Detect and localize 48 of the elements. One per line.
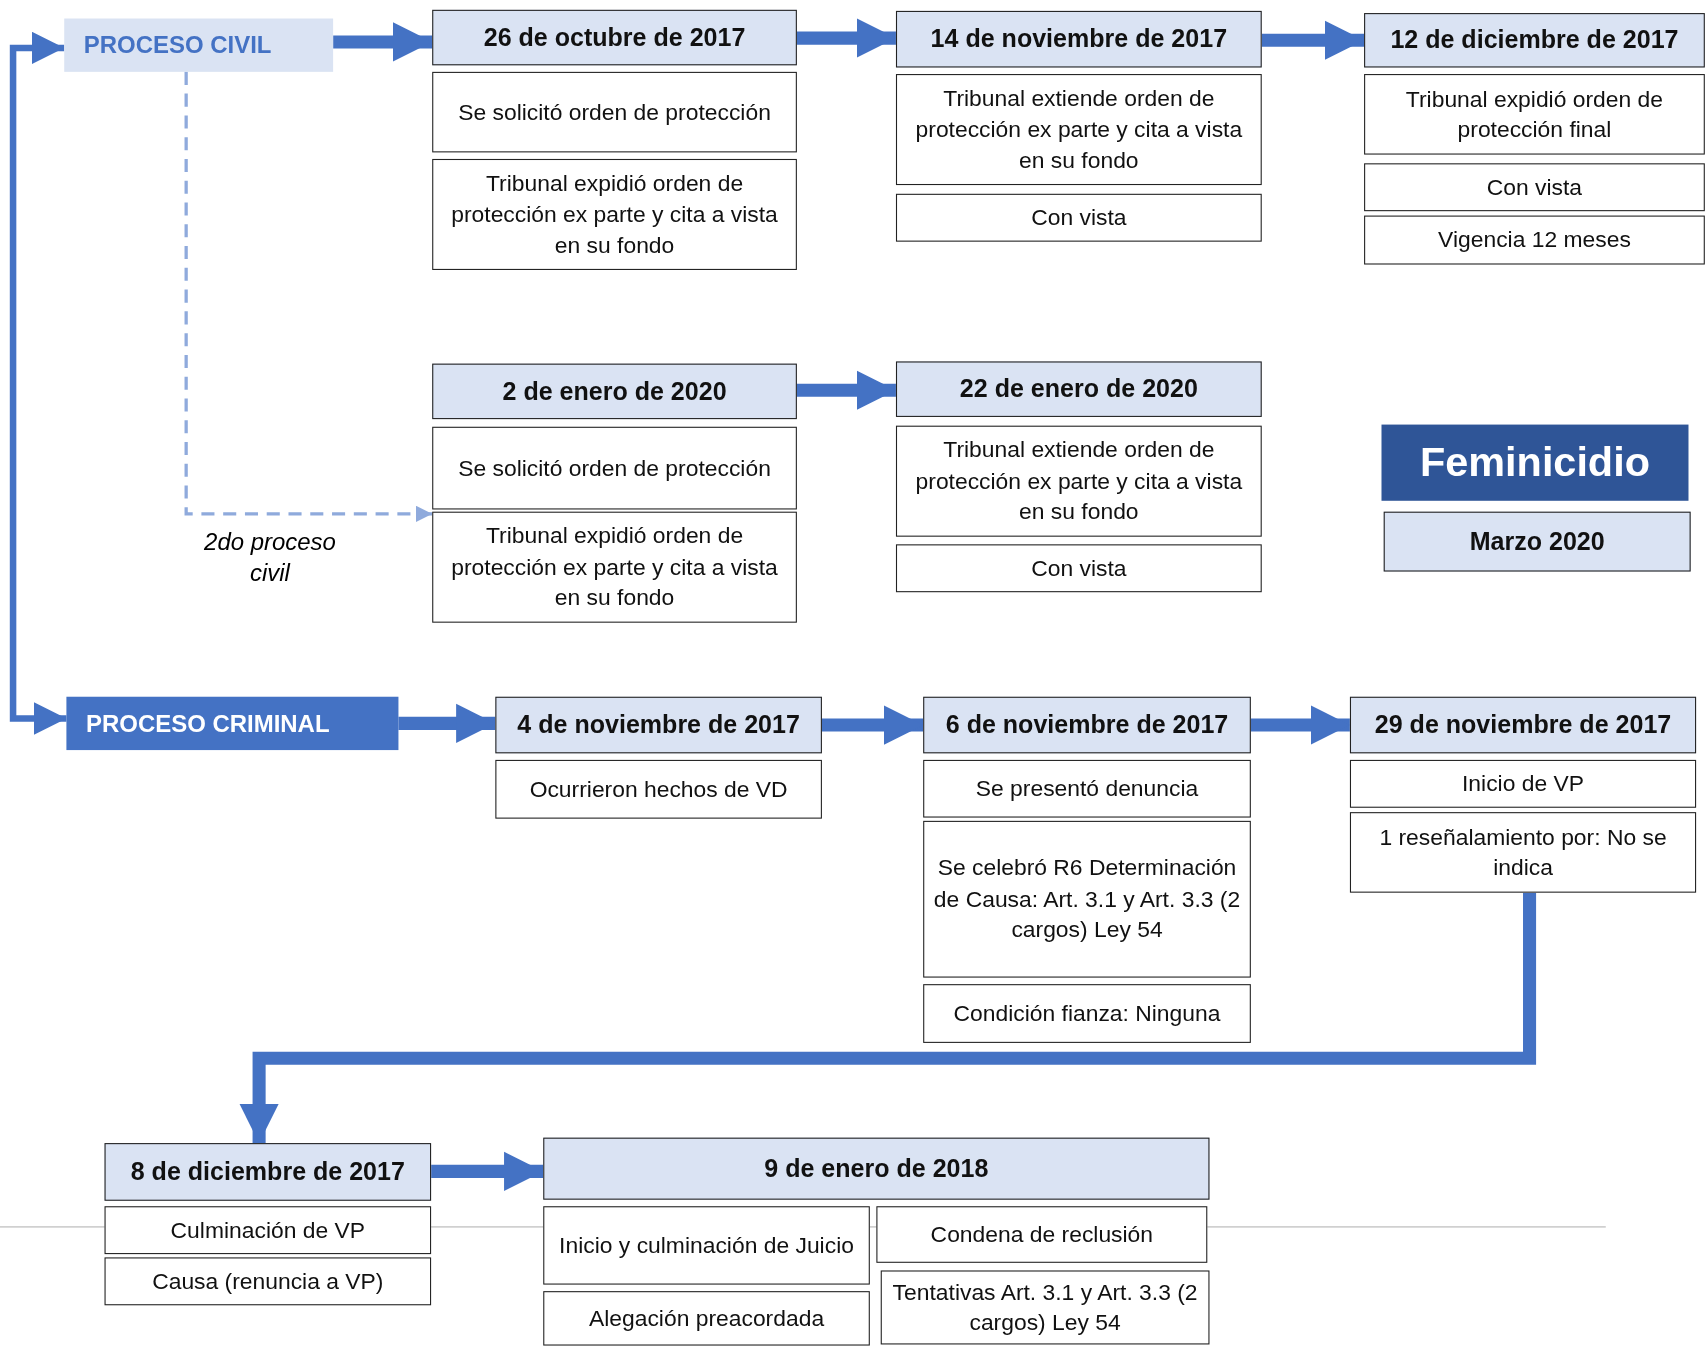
event-box: Condición fianza: Ninguna <box>923 984 1251 1043</box>
arrow <box>398 703 496 743</box>
date-header: 8 de diciembre de 2017 <box>104 1143 432 1201</box>
event-box: Tribunal expidió orden de protección ex parte y cita a vista en su fondo <box>432 158 797 270</box>
event-box: Se presentó denuncia <box>923 759 1251 818</box>
event-box: Alegación preacordada <box>543 1291 870 1346</box>
date-header: 22 de enero de 2020 <box>895 361 1262 417</box>
date-header: 26 de octubre de 2017 <box>432 9 797 66</box>
event-box: Tentativas Art. 3.1 y Art. 3.3 (2 cargos) Ley 54 <box>880 1270 1210 1345</box>
event-box: Tribunal expidió orden de protección ex parte y cita a vista en su fondo <box>432 511 797 623</box>
event-box: Tribunal expidió orden de protección final <box>1364 74 1705 155</box>
event-box: Con vista <box>1364 163 1705 212</box>
event-box: Vigencia 12 meses <box>1364 215 1705 265</box>
process-label: PROCESO CIVIL <box>64 18 334 72</box>
date-header: 29 de noviembre de 2017 <box>1349 696 1697 754</box>
date-header: 14 de noviembre de 2017 <box>895 10 1262 68</box>
event-box: Inicio de VP <box>1349 759 1697 808</box>
event-box: Condena de reclusión <box>876 1206 1208 1263</box>
arrow <box>9 31 67 735</box>
date-header: 2 de enero de 2020 <box>432 363 797 420</box>
event-box: Ocurrieron hechos de VD <box>495 759 822 819</box>
date-header: Marzo 2020 <box>1383 511 1691 572</box>
process-label: PROCESO CRIMINAL <box>66 696 399 751</box>
arrow <box>431 1151 544 1191</box>
arrow <box>184 71 433 522</box>
event-box: Causa (renuncia a VP) <box>104 1257 432 1306</box>
event-box: Tribunal extiende orden de protección ex parte y cita a vista en su fondo <box>895 74 1262 186</box>
event-box: Culminación de VP <box>104 1206 432 1255</box>
date-header: 4 de noviembre de 2017 <box>495 696 822 754</box>
arrow <box>1250 705 1350 745</box>
date-header: 12 de diciembre de 2017 <box>1364 13 1705 68</box>
arrow <box>239 892 1537 1144</box>
arrow <box>1261 20 1365 60</box>
event-box: 1 reseñalamiento por: No se indica <box>1349 812 1697 893</box>
arrow <box>821 705 924 745</box>
date-header: 9 de enero de 2018 <box>543 1137 1210 1200</box>
arrow <box>796 370 896 410</box>
event-box: Con vista <box>895 193 1262 242</box>
event-box: Se solicitó orden de protección <box>432 426 797 510</box>
event-box: Con vista <box>895 544 1262 593</box>
event-box: Inicio y culminación de Juicio <box>543 1206 870 1285</box>
date-header: 6 de noviembre de 2017 <box>923 696 1251 754</box>
outcome-banner: Feminicidio <box>1381 424 1689 501</box>
event-box: Tribunal extiende orden de protección ex parte y cita a vista en su fondo <box>895 425 1262 537</box>
arrow <box>796 18 896 58</box>
event-box: Se celebró R6 Determinación de Causa: Art. 3.1 y Art. 3.3 (2 cargos) Ley 54 <box>923 820 1251 978</box>
arrow <box>333 22 433 62</box>
event-box: Se solicitó orden de protección <box>432 71 797 153</box>
